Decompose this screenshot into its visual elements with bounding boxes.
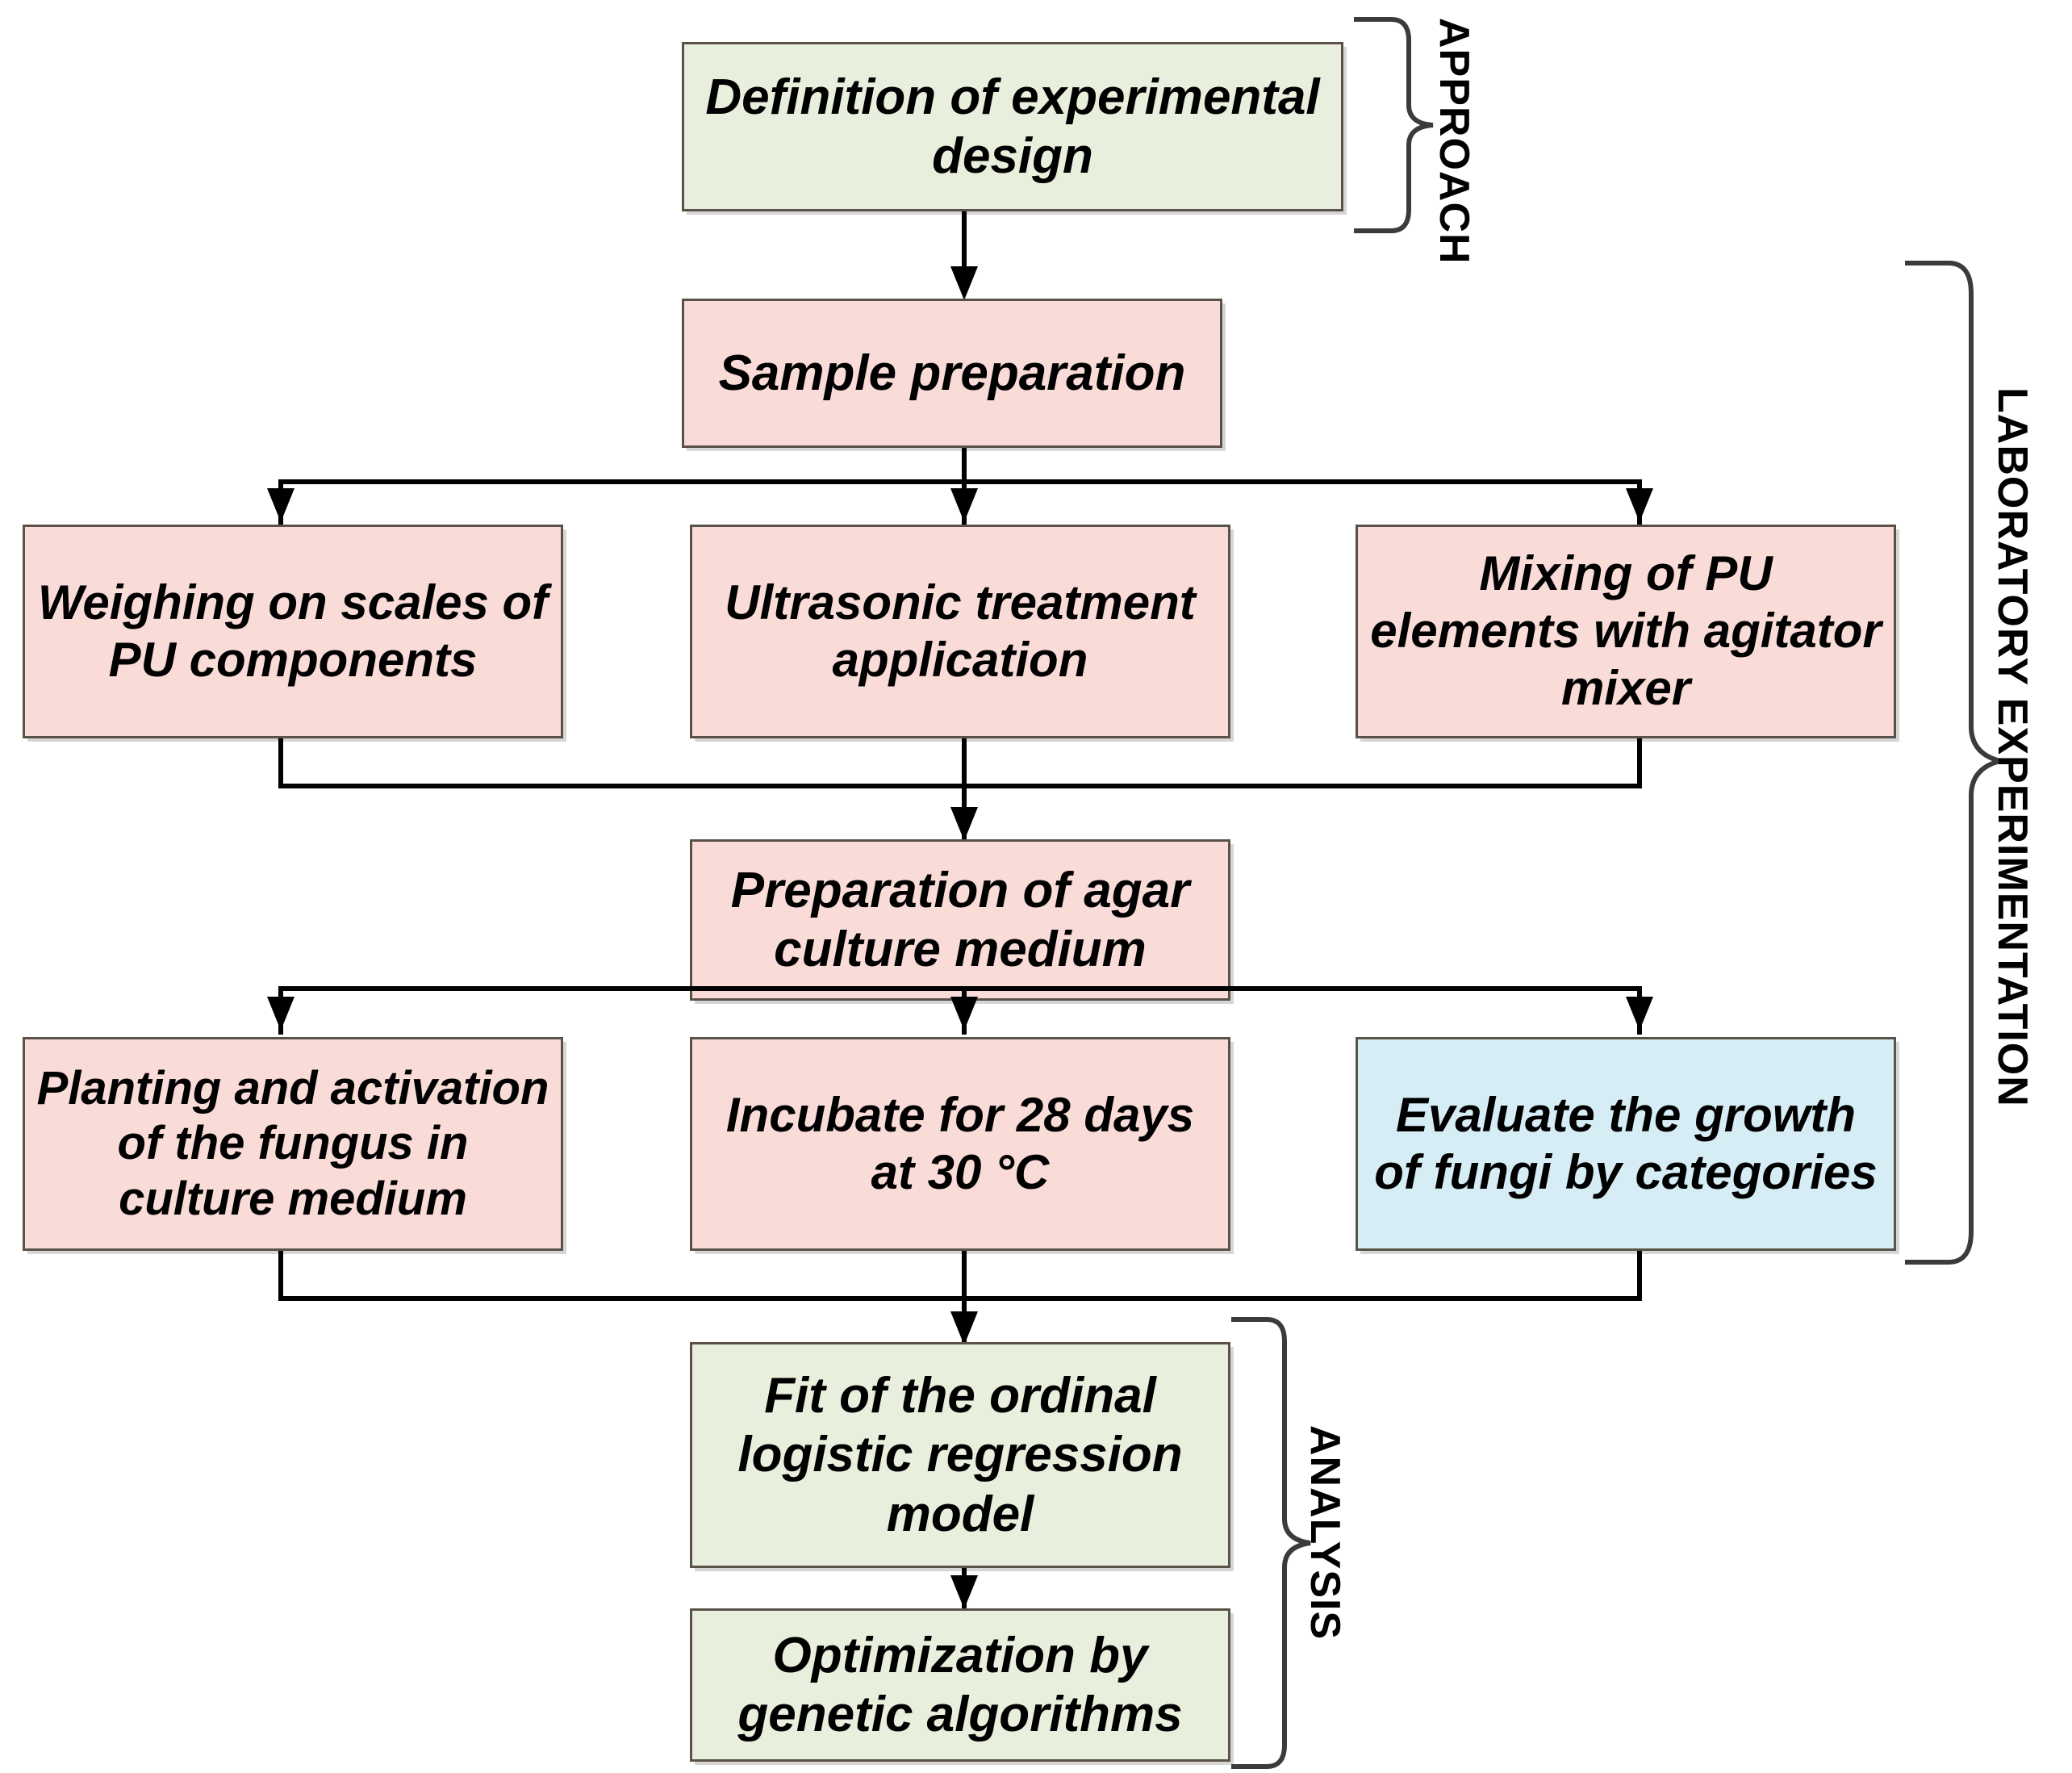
arrowhead-to-n7 <box>267 997 295 1031</box>
arrowhead-to-n3 <box>267 488 295 522</box>
node-definition-of-experimental-design[interactable]: Definition of experimental design <box>682 42 1343 211</box>
arrowhead-n10-n11 <box>950 1575 978 1609</box>
group-label-laboratory-experimentation: LABORATORY EXPERIMENTATION <box>1989 387 2036 1107</box>
connector-n5-down <box>1637 738 1642 788</box>
node-label: Incubate for 28 days at 30 °C <box>725 1087 1195 1199</box>
arrowhead-n1-n2 <box>950 266 978 300</box>
node-label: Sample preparation <box>718 345 1186 401</box>
connector-split-bus-row2 <box>278 479 1642 484</box>
node-planting-and-activation-of-the-fungus[interactable]: Planting and activation of the fungus in… <box>23 1037 563 1251</box>
connector-n9-down <box>1637 1251 1642 1301</box>
group-label-approach: APPROACH <box>1431 18 1477 265</box>
brace-laboratory-experimentation <box>1900 258 2005 1267</box>
connector-merge-to-n10 <box>962 1251 967 1348</box>
connector-n7-down <box>278 1251 283 1301</box>
connector-merge-to-n6 <box>962 738 967 847</box>
node-weighing-on-scales-of-pu-components[interactable]: Weighing on scales of PU components <box>23 525 563 738</box>
node-label: Mixing of PU elements with agitator mixe… <box>1370 546 1882 715</box>
connector-n1-n2 <box>962 211 967 282</box>
arrowhead-to-n8 <box>950 997 978 1031</box>
node-label: Fit of the ordinal logistic regression m… <box>737 1368 1183 1542</box>
brace-analysis <box>1226 1315 1315 1771</box>
connector-n2-bus-stem <box>962 448 967 484</box>
node-label: Weighing on scales of PU components <box>37 575 549 687</box>
node-sample-preparation[interactable]: Sample preparation <box>682 299 1222 448</box>
arrowhead-to-n10 <box>950 1311 978 1345</box>
connector-n3-down <box>278 738 283 788</box>
arrowhead-to-n5 <box>1626 488 1653 522</box>
connector-split-bus-row3 <box>278 986 1642 991</box>
node-mixing-of-pu-elements-with-agitator-mixer[interactable]: Mixing of PU elements with agitator mixe… <box>1356 525 1896 738</box>
arrowhead-to-n6 <box>950 807 978 841</box>
node-incubate-for-28-days[interactable]: Incubate for 28 days at 30 °C <box>690 1037 1230 1251</box>
node-label: Evaluate the growth of fungi by categori… <box>1374 1087 1878 1199</box>
node-evaluate-the-growth-of-fungi[interactable]: Evaluate the growth of fungi by categori… <box>1356 1037 1896 1251</box>
connector-merge-bus-row2 <box>278 784 1642 788</box>
connector-merge-bus-row3 <box>278 1296 1642 1301</box>
node-fit-of-the-ordinal-logistic-regression-model[interactable]: Fit of the ordinal logistic regression m… <box>690 1342 1230 1568</box>
node-preparation-of-agar-culture-medium[interactable]: Preparation of agar culture medium <box>690 839 1230 1001</box>
group-label-analysis: ANALYSIS <box>1301 1425 1348 1641</box>
node-label: Definition of experimental design <box>705 69 1320 184</box>
node-ultrasonic-treatment-application[interactable]: Ultrasonic treatment application <box>690 525 1230 738</box>
arrowhead-to-n9 <box>1626 997 1653 1031</box>
node-label: Preparation of agar culture medium <box>730 862 1190 977</box>
node-optimization-by-genetic-algorithms[interactable]: Optimization by genetic algorithms <box>690 1608 1230 1762</box>
node-label: Planting and activation of the fungus in… <box>36 1061 549 1225</box>
node-label: Optimization by genetic algorithms <box>737 1627 1183 1742</box>
brace-approach <box>1349 16 1438 234</box>
node-label: Ultrasonic treatment application <box>725 575 1196 687</box>
arrowhead-to-n4 <box>950 488 978 522</box>
